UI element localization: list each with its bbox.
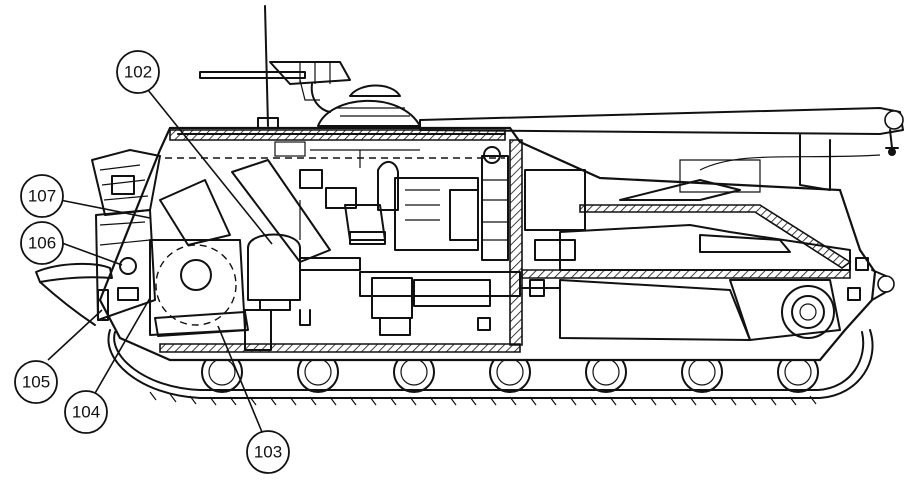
leader-105	[47, 309, 103, 361]
callout-label: 106	[28, 234, 56, 253]
antenna	[257, 5, 279, 129]
leader-103	[217, 325, 263, 433]
callout-label: 102	[124, 63, 152, 82]
rear-components	[559, 224, 895, 341]
leader-106	[61, 242, 123, 266]
callout-label: 104	[72, 403, 100, 422]
callout-107: 107	[20, 174, 64, 218]
callout-103: 103	[246, 430, 290, 474]
hull	[98, 126, 877, 362]
leader-104	[93, 297, 151, 396]
callout-105: 105	[14, 360, 58, 404]
callout-102: 102	[116, 50, 160, 94]
front-mechanism	[35, 149, 331, 351]
callout-label: 105	[22, 373, 50, 392]
leader-lines	[47, 89, 273, 433]
callout-106: 106	[20, 221, 64, 265]
track-links	[149, 391, 817, 406]
callout-label: 107	[28, 187, 56, 206]
crane-boom	[419, 107, 904, 201]
leader-102	[147, 89, 273, 245]
callout-label: 103	[254, 443, 282, 462]
cupola-and-gun	[199, 61, 421, 127]
crew-compartment	[274, 141, 586, 336]
callout-104: 104	[64, 390, 108, 434]
leader-107	[59, 199, 151, 219]
